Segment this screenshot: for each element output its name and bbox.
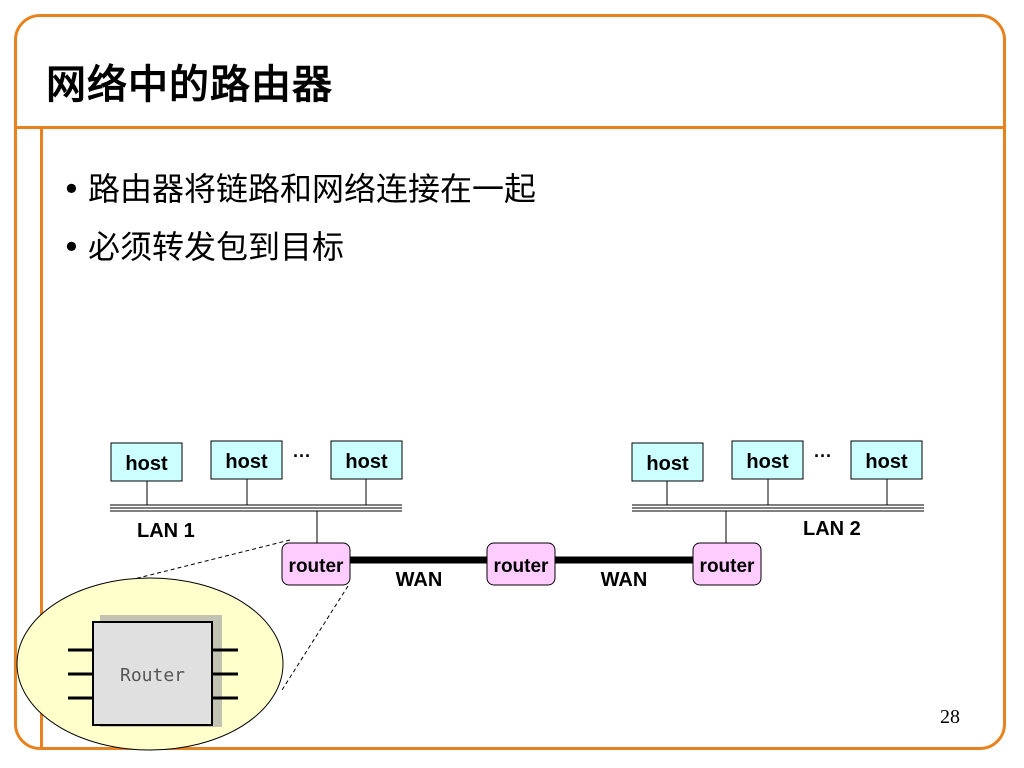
bullet-item: •路由器将链路和网络连接在一起 — [62, 160, 536, 218]
host-node: host — [210, 440, 283, 480]
router-node: router — [486, 542, 556, 586]
left-divider — [40, 126, 43, 750]
chip-pins — [68, 648, 238, 700]
host-label: host — [345, 451, 388, 473]
lan2-bus — [632, 504, 924, 512]
host-label: host — [746, 451, 789, 473]
lan2-label: LAN 2 — [803, 518, 861, 540]
host-label: host — [225, 451, 268, 473]
host-ellipsis: ··· — [814, 446, 832, 466]
router-node: router — [281, 542, 351, 586]
title-divider — [14, 126, 1006, 129]
host-node: host — [850, 440, 923, 480]
slide-frame — [14, 14, 1006, 750]
host-node: host — [330, 440, 403, 480]
page-number: 28 — [940, 706, 960, 728]
router-label: router — [700, 556, 756, 577]
host-ellipsis: ··· — [293, 446, 311, 466]
router-chip-label: Router — [120, 665, 185, 686]
wan-label: WAN — [601, 569, 648, 591]
slide-title: 网络中的路由器 — [46, 62, 333, 108]
router-label: router — [494, 556, 550, 577]
host-label: host — [125, 453, 168, 475]
router-chip: Router — [68, 615, 238, 727]
bullet-dot-icon: • — [62, 228, 81, 266]
host-drop-lines — [146, 479, 888, 545]
wan-label: WAN — [396, 569, 443, 591]
lan1-label: LAN 1 — [137, 520, 195, 542]
bullet-dot-icon: • — [62, 170, 81, 208]
bullet-text: 路由器将链路和网络连接在一起 — [88, 170, 537, 208]
host-node: host — [631, 442, 704, 482]
bullet-list: •路由器将链路和网络连接在一起 •必须转发包到目标 — [62, 160, 536, 276]
bullet-item: •必须转发包到目标 — [62, 218, 536, 276]
router-node: router — [692, 542, 762, 586]
bullet-text: 必须转发包到目标 — [88, 228, 345, 266]
host-node: host — [731, 440, 804, 480]
zoom-line-bottom — [281, 585, 349, 691]
router-label: router — [289, 556, 345, 577]
host-node: host — [110, 442, 183, 482]
host-label: host — [865, 451, 908, 473]
host-label: host — [646, 453, 689, 475]
lan1-bus — [110, 504, 402, 512]
